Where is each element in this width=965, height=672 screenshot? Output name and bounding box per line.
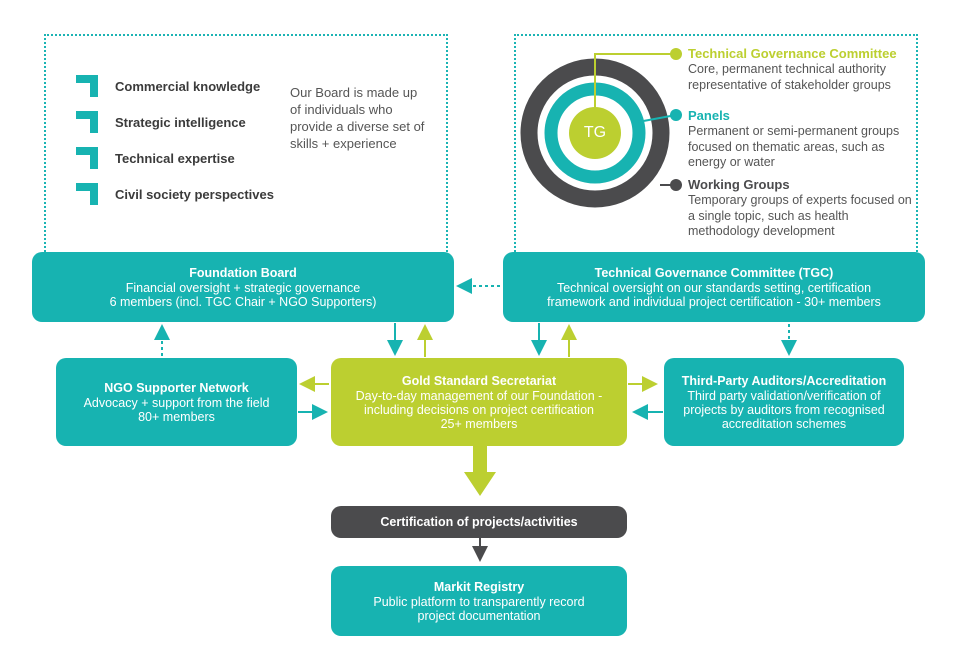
tgc-node: Technical Governance Committee (TGC) Tec…: [503, 252, 925, 322]
node-line: including decisions on project certifica…: [364, 402, 594, 417]
tg-item-desc: Temporary groups of experts focused on a…: [688, 193, 912, 238]
tg-item-title: Panels: [688, 108, 730, 123]
tg-item-desc: Permanent or semi-permanent groups focus…: [688, 124, 900, 169]
node-line: Financial oversight + strategic governan…: [125, 280, 361, 295]
node-title: Technical Governance Committee (TGC): [594, 265, 834, 280]
node-title: NGO Supporter Network: [104, 380, 249, 395]
registry-node: Markit Registry Public platform to trans…: [331, 566, 627, 636]
leader-panels: [637, 114, 677, 123]
board-description: Our Board is made up of individuals who …: [290, 85, 425, 151]
skill-item: Strategic intelligence: [76, 110, 246, 134]
skill-item: Commercial knowledge: [76, 74, 260, 98]
node-line: 25+ members: [440, 416, 518, 431]
secretariat-node: Gold Standard Secretariat Day-to-day man…: [331, 358, 627, 446]
node-line: 6 members (incl. TGC Chair + NGO Support…: [109, 294, 377, 309]
node-line: Technical oversight on our standards set…: [556, 280, 872, 295]
corner-bracket-icon: [76, 183, 98, 205]
auditors-node: Third-Party Auditors/Accreditation Third…: [664, 358, 904, 446]
node-line: framework and individual project certifi…: [547, 294, 881, 309]
node-title: Gold Standard Secretariat: [401, 373, 557, 388]
node-title: Third-Party Auditors/Accreditation: [681, 373, 887, 388]
tg-circles: [520, 48, 682, 208]
leader-tgc-dot: [670, 48, 682, 60]
node-title: Certification of projects/activities: [380, 514, 578, 529]
tg-item-title: Technical Governance Committee: [688, 46, 897, 61]
leader-tgc: [594, 53, 676, 107]
inner-circle: [569, 107, 621, 159]
node-line: Day-to-day management of our Foundation …: [355, 388, 603, 403]
arrow-secretariat-to-certification: [464, 446, 496, 496]
corner-bracket-icon: [76, 111, 98, 133]
tg-item-panels: Panels Permanent or semi-permanent group…: [688, 108, 918, 171]
skill-label: Strategic intelligence: [115, 114, 246, 130]
leader-panels-dot: [670, 109, 682, 121]
node-title: Markit Registry: [433, 579, 525, 594]
tg-item-desc: Core, permanent technical authority repr…: [688, 62, 891, 92]
tg-item-committee: Technical Governance Committee Core, per…: [688, 46, 918, 93]
node-line: Advocacy + support from the field: [83, 395, 270, 410]
tg-item-working-groups: Working Groups Temporary groups of exper…: [688, 177, 918, 240]
tg-item-title: Working Groups: [688, 177, 790, 192]
leader-wg-dot: [670, 179, 682, 191]
node-line: Third party validation/verification of: [687, 388, 881, 403]
node-line: accreditation schemes: [721, 416, 847, 431]
skill-label: Commercial knowledge: [115, 78, 261, 94]
skill-item: Civil society perspectives: [76, 182, 274, 206]
corner-bracket-icon: [76, 75, 98, 97]
certification-node: Certification of projects/activities: [331, 506, 627, 538]
skill-item: Technical expertise: [76, 146, 235, 170]
node-title: Foundation Board: [189, 265, 297, 280]
node-line: 80+ members: [138, 409, 215, 424]
skill-label: Civil society perspectives: [115, 186, 274, 202]
node-line: projects by auditors from recognised: [683, 402, 885, 417]
corner-bracket-icon: [76, 147, 98, 169]
tg-circle-label: TG: [583, 124, 607, 141]
node-line: project documentation: [417, 608, 541, 623]
skill-label: Technical expertise: [115, 150, 235, 166]
ngo-network-node: NGO Supporter Network Advocacy + support…: [56, 358, 297, 446]
foundation-board-node: Foundation Board Financial oversight + s…: [32, 252, 454, 322]
node-line: Public platform to transparently record: [373, 594, 585, 609]
